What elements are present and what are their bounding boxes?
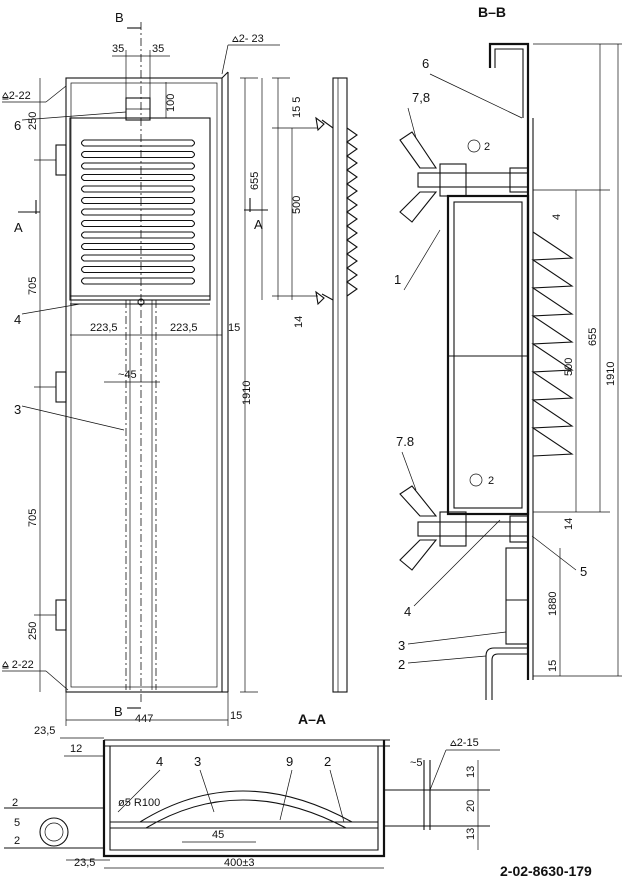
section-bb-title: B–B xyxy=(478,4,506,20)
dim-250-bottom: 250 xyxy=(27,622,39,640)
callout-3: 3 xyxy=(14,402,21,417)
section-aa-title: A–A xyxy=(298,711,326,727)
callout-4: 4 xyxy=(14,312,21,327)
louvre-slat xyxy=(80,150,196,159)
louvre-slat xyxy=(80,254,196,262)
side-dim-14: 14 xyxy=(293,316,305,328)
aa-callout-2: 2 xyxy=(324,754,331,769)
aa-dim-13-bottom: 13 xyxy=(465,828,477,840)
bb-dim-655: 655 xyxy=(587,328,599,346)
louvre-frame xyxy=(69,117,211,301)
louvre-slat xyxy=(80,139,196,147)
bb-weld-2-top: 2 xyxy=(484,141,490,153)
bb-bolt-bottom xyxy=(417,521,529,537)
aa-dim-20: 20 xyxy=(465,800,477,812)
bb-sawtooth xyxy=(531,231,574,457)
bb-channel xyxy=(446,194,530,516)
side-zigzag xyxy=(346,127,358,297)
aa-radius: ø5 R100 xyxy=(118,797,160,809)
section-b-bottom-label: B xyxy=(114,704,123,719)
louvre-slat xyxy=(80,162,196,170)
drawing-number: 2-02-8630-179 xyxy=(500,863,592,879)
dim-447: 447 xyxy=(135,713,153,725)
louvre-slat xyxy=(80,196,196,205)
hinge-bottom xyxy=(55,599,67,631)
aa-dim-23-bottom: 23,5 xyxy=(74,857,95,869)
bb-callout-5: 5 xyxy=(580,564,587,579)
bb-dim-14: 14 xyxy=(563,518,575,530)
section-bb: B–B 6 7,8 1 7.8 xyxy=(394,4,622,700)
section-a-right-label: A xyxy=(254,217,263,232)
bb-callout-78-top: 7,8 xyxy=(412,90,430,105)
dim-223-left: 223,5 xyxy=(90,322,118,334)
aa-pipe xyxy=(39,817,69,847)
weld-bottom-left: ⩠ 2-22 xyxy=(2,659,34,671)
louvre-slat xyxy=(80,265,196,274)
bb-dim-1910: 1910 xyxy=(605,362,617,386)
bb-weld-2-bottom: 2 xyxy=(488,475,494,487)
dim-705-lower: 705 xyxy=(27,509,39,527)
bb-callout-4: 4 xyxy=(404,604,411,619)
louvre-slat xyxy=(80,242,196,251)
bb-callout-1: 1 xyxy=(394,272,401,287)
bb-dim-500: 500 xyxy=(563,358,575,376)
louvre-slat xyxy=(80,185,196,193)
section-b-top-label: B xyxy=(115,10,124,25)
aa-callout-4: 4 xyxy=(156,754,163,769)
dim-45: ~45 xyxy=(118,369,137,381)
aa-dim-23-top: 23,5 xyxy=(34,725,55,737)
side-dim-500: 500 xyxy=(291,196,303,214)
callout-6: 6 xyxy=(14,118,21,133)
bb-callout-78-bottom: 7.8 xyxy=(396,434,414,449)
weld-top-right: ⩟2- 23 xyxy=(232,33,264,45)
dim-top-35-left: 35 xyxy=(112,43,124,55)
aa-weld-right: ⩟2-15 xyxy=(450,737,479,749)
hinge-middle xyxy=(55,371,67,403)
aa-dim-12: 12 xyxy=(70,743,82,755)
dim-705-upper: 705 xyxy=(27,277,39,295)
aa-dim-5: 5 xyxy=(14,817,20,829)
dim-250-top: 250 xyxy=(27,112,39,130)
louvre-slat xyxy=(80,277,196,285)
aa-dim-13-top: 13 xyxy=(465,766,477,778)
dim-100: 100 xyxy=(165,94,177,112)
louvre-slats xyxy=(80,139,196,285)
dim-15-bottom: 15 xyxy=(230,710,242,722)
bb-callout-6: 6 xyxy=(422,56,429,71)
louvre-slat xyxy=(80,208,196,216)
aa-weld-2-bottom: 2 xyxy=(14,835,20,847)
bb-dim-15: 15 xyxy=(547,660,559,672)
dim-15-mid: 15 xyxy=(228,322,240,334)
bb-dim-4: 4 xyxy=(551,214,563,220)
aa-dim-45: 45 xyxy=(212,829,224,841)
aa-weld-2-left: 2 xyxy=(12,797,18,809)
louvre-slat xyxy=(80,173,196,182)
weld-top-left: ⩠2-22 xyxy=(2,90,31,102)
louvre-slat xyxy=(80,231,196,239)
aa-callout-3: 3 xyxy=(194,754,201,769)
louvre-slat xyxy=(80,219,196,228)
dim-655: 655 xyxy=(249,172,261,190)
side-view: 15 5 500 14 xyxy=(272,77,358,693)
bb-callout-3: 3 xyxy=(398,638,405,653)
side-dim-155: 15 5 xyxy=(291,97,303,118)
dim-1910: 1910 xyxy=(241,381,253,405)
section-aa: A–A 4 3 9 2 23,5 12 2 5 xyxy=(4,711,500,869)
bb-dim-1880: 1880 xyxy=(547,592,559,616)
aa-callout-9: 9 xyxy=(286,754,293,769)
section-a-left-label: A xyxy=(14,220,23,235)
aa-dim-5-right: ~5 xyxy=(410,757,423,769)
dim-top-35-right: 35 xyxy=(152,43,164,55)
hinge-top xyxy=(55,144,67,176)
front-view: B B A A 35 35 ⩟2- 23 ⩠2-22 250 705 705 2… xyxy=(2,10,280,726)
bb-callout-2: 2 xyxy=(398,657,405,672)
dim-223-right: 223,5 xyxy=(170,322,198,334)
bb-bolt-top xyxy=(417,172,529,188)
aa-dim-400: 400±3 xyxy=(224,857,255,869)
